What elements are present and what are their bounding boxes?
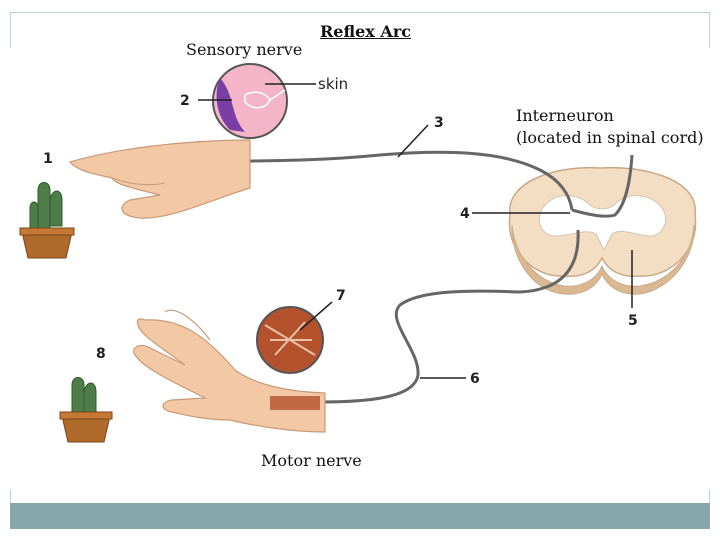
callout-4: 4: [460, 206, 470, 222]
cactus-bottom: [59, 377, 113, 443]
muscle-magnifier: [256, 306, 324, 374]
callout-8: 8: [96, 346, 106, 362]
callout-7-leader: [299, 301, 333, 331]
sensory-nerve-label: Sensory nerve: [186, 40, 303, 59]
upper-hand: [68, 139, 251, 219]
frame-left-line: [10, 12, 11, 48]
interneuron-label-line1: Interneuron: [516, 106, 614, 125]
motor-nerve-label: Motor nerve: [261, 451, 362, 470]
interneuron-label-line2: (located in spinal cord): [516, 128, 704, 147]
skin-magnifier: [212, 63, 288, 139]
callout-3-leader: [397, 124, 429, 158]
frame-left-bottom-line: [10, 490, 11, 504]
callout-2: 2: [180, 93, 190, 109]
interneuron-label: Interneuron (located in spinal cord): [516, 105, 704, 149]
cactus-top: [19, 182, 75, 259]
skin-label: skin: [318, 75, 348, 93]
footer-bar: [10, 503, 710, 529]
callout-3: 3: [434, 115, 444, 131]
page-title: Reflex Arc: [320, 22, 411, 41]
callout-1: 1: [43, 151, 53, 167]
motor-nerve-path: [319, 229, 580, 404]
callout-7: 7: [336, 288, 346, 304]
interneuron-path: [571, 154, 634, 218]
lower-hand: [133, 309, 326, 433]
callout-6: 6: [470, 371, 480, 387]
frame-right-bottom-line: [709, 490, 710, 504]
frame-top-line: [10, 12, 710, 13]
frame-right-line: [709, 12, 710, 48]
callout-5: 5: [628, 313, 638, 329]
spinal-cord: [508, 166, 697, 295]
